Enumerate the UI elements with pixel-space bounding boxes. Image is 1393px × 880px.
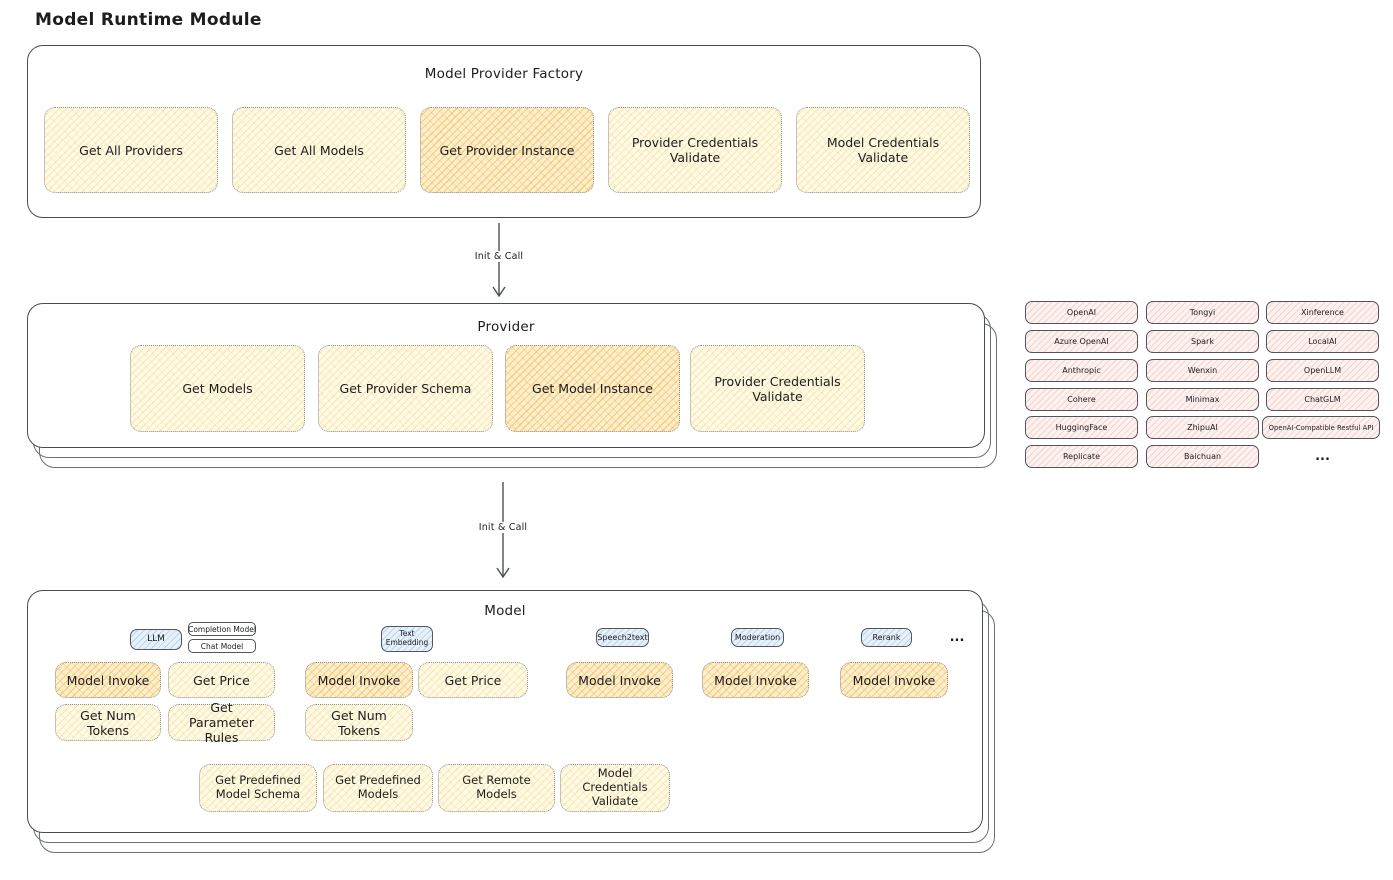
provider-pill-zhipuai: ZhipuAI <box>1146 416 1259 439</box>
provider-pill-tongyi: Tongyi <box>1146 301 1259 324</box>
provider-pill-openai: OpenAI <box>1025 301 1138 324</box>
provider-pill-minimax: Minimax <box>1146 388 1259 411</box>
tab-moderation: Moderation <box>731 628 784 647</box>
provider-pill-anthropic: Anthropic <box>1025 359 1138 382</box>
node-model-credentials-validate: Model Credentials Validate <box>796 107 970 193</box>
tabs-more-ellipsis: ... <box>949 630 965 645</box>
node-moderation-model-invoke: Model Invoke <box>702 662 809 698</box>
node-get-all-providers: Get All Providers <box>44 107 218 193</box>
node-get-provider-schema: Get Provider Schema <box>318 345 493 432</box>
node-get-model-instance: Get Model Instance <box>505 345 680 432</box>
node-s2t-model-invoke: Model Invoke <box>566 662 673 698</box>
tab-llm: LLM <box>130 629 182 650</box>
node-get-models: Get Models <box>130 345 305 432</box>
node-llm-get-price: Get Price <box>168 662 275 698</box>
provider-title: Provider <box>477 319 535 335</box>
node-llm-get-parameter-rules: Get Parameter Rules <box>168 700 275 745</box>
node-get-all-models: Get All Models <box>232 107 406 193</box>
node-get-remote-models: Get Remote Models <box>438 764 555 812</box>
page-title: Model Runtime Module <box>35 10 262 30</box>
node-llm-model-invoke: Model Invoke <box>55 662 161 698</box>
providers-more-ellipsis: ... <box>1315 449 1330 464</box>
tab-chat-model: Chat Model <box>188 639 256 653</box>
provider-pill-wenxin: Wenxin <box>1146 359 1259 382</box>
node-provider-credentials-validate: Provider Credentials Validate <box>608 107 782 193</box>
provider-pill-cohere: Cohere <box>1025 388 1138 411</box>
provider-pill-chatglm: ChatGLM <box>1266 388 1379 411</box>
arrow-label-init-call-2: Init & Call <box>465 522 541 533</box>
provider-pill-replicate: Replicate <box>1025 445 1138 468</box>
provider-pill-openai-compatible: OpenAI-Compatible Restful API <box>1262 416 1380 439</box>
node-get-predefined-model-schema: Get Predefined Model Schema <box>199 764 317 812</box>
provider-pill-spark: Spark <box>1146 330 1259 353</box>
node-model-credentials-validate-2: Model Credentials Validate <box>560 764 670 812</box>
provider-pill-azure-openai: Azure OpenAI <box>1025 330 1138 353</box>
tab-speech2text: Speech2text <box>596 628 649 647</box>
provider-pill-huggingface: HuggingFace <box>1025 416 1138 439</box>
factory-title: Model Provider Factory <box>424 66 584 82</box>
tab-completion-model: Completion Model <box>188 622 256 636</box>
node-llm-get-num-tokens: Get Num Tokens <box>55 704 161 741</box>
node-provider-credentials-validate-2: Provider Credentials Validate <box>690 345 865 432</box>
arrow-label-init-call-1: Init & Call <box>461 251 537 262</box>
node-rerank-model-invoke: Model Invoke <box>840 662 948 698</box>
tab-rerank: Rerank <box>861 628 912 647</box>
tab-text-embedding: Text Embedding <box>381 626 433 652</box>
provider-pill-baichuan: Baichuan <box>1146 445 1259 468</box>
provider-pill-openllm: OpenLLM <box>1266 359 1379 382</box>
node-te-get-price: Get Price <box>418 662 528 698</box>
node-get-predefined-models: Get Predefined Models <box>323 764 433 812</box>
provider-pill-localai: LocalAI <box>1266 330 1379 353</box>
node-te-model-invoke: Model Invoke <box>305 662 413 698</box>
provider-pill-xinference: Xinference <box>1266 301 1379 324</box>
node-get-provider-instance: Get Provider Instance <box>420 107 594 193</box>
model-title: Model <box>484 603 526 619</box>
node-te-get-num-tokens: Get Num Tokens <box>305 704 413 741</box>
